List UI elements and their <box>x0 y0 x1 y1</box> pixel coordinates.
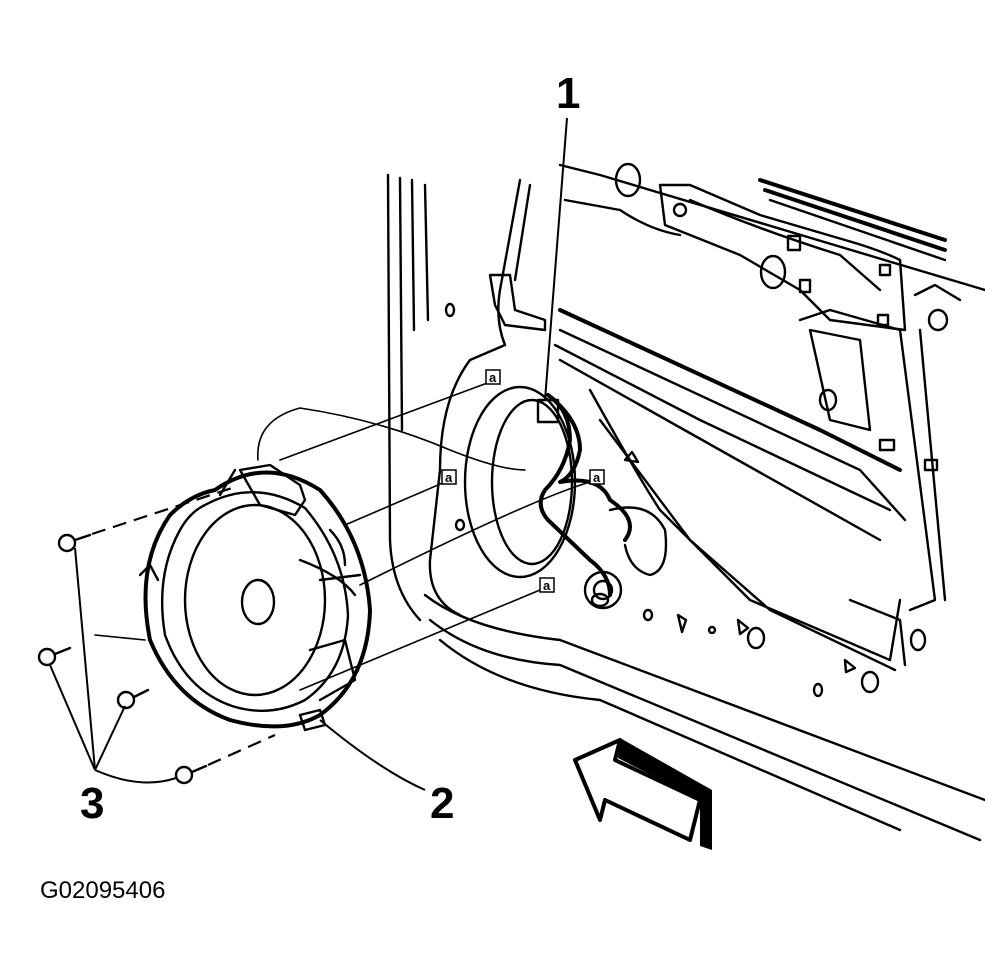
callout-3: 3 <box>80 779 104 828</box>
screw-4 <box>174 764 208 785</box>
alignment-mark-1-box <box>485 369 501 385</box>
callout-2: 2 <box>430 779 454 828</box>
forward-direction-arrow-icon <box>573 738 712 850</box>
leader-line-3c <box>94 705 126 771</box>
screw-1 <box>57 533 92 553</box>
alignment-mark-2-box <box>441 469 457 485</box>
screw-4-path <box>207 733 276 767</box>
leader-line-3d <box>94 769 177 784</box>
alignment-mark-3: a <box>593 470 601 485</box>
speaker <box>138 463 372 732</box>
screw-1-path <box>91 485 236 536</box>
alignment-mark-4-box <box>539 577 555 593</box>
screw-3 <box>116 688 150 710</box>
callout-1: 1 <box>556 69 580 118</box>
alignment-mark-2: a <box>445 470 453 485</box>
alignment-lines <box>94 381 591 691</box>
figure-id: G02095406 <box>40 877 165 904</box>
door-inner-panel <box>386 162 985 842</box>
screw-2 <box>37 646 72 667</box>
leader-line-1 <box>544 117 568 401</box>
alignment-mark-4: a <box>543 578 551 593</box>
leader-line-2 <box>319 719 426 791</box>
alignment-mark-1: a <box>489 370 497 385</box>
alignment-mark-3-box <box>589 469 605 485</box>
leader-line-3b <box>49 664 96 771</box>
leader-line-3 <box>74 547 96 771</box>
